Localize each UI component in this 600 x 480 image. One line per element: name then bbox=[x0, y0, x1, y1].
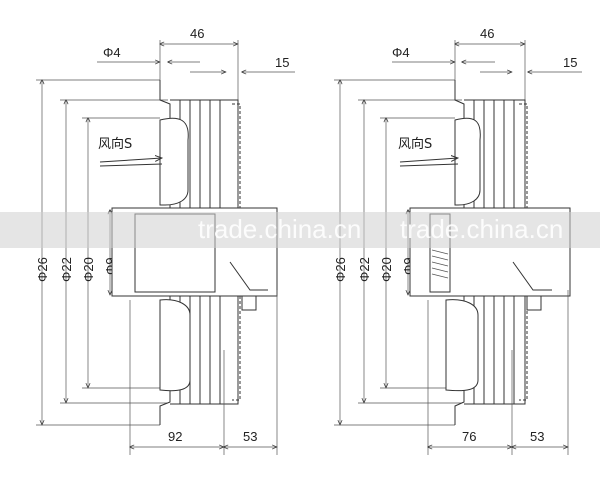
terminal-box bbox=[241, 295, 257, 311]
dim-bottom-right-label: 53 bbox=[530, 429, 544, 444]
fan-blade-top bbox=[159, 117, 189, 206]
dim-hole-label: Φ4 bbox=[103, 45, 121, 60]
watermark-left: trade.china.cn bbox=[198, 214, 361, 244]
airflow-arrow bbox=[399, 158, 458, 163]
fan-blade-bottom bbox=[159, 299, 191, 392]
dim-d3-label: Φ20 bbox=[81, 257, 96, 282]
dim-bottom-right-label: 53 bbox=[243, 429, 257, 444]
dim-top-width-label: 46 bbox=[480, 26, 494, 41]
dim-bottom-left-label: 92 bbox=[168, 429, 182, 444]
watermark-band bbox=[0, 212, 600, 248]
airflow-label: 风向S bbox=[398, 136, 432, 152]
dim-d3-label: Φ20 bbox=[379, 257, 394, 282]
airflow-label: 风向S bbox=[98, 136, 132, 152]
coil-windings bbox=[431, 249, 449, 279]
dim-flange-label: 15 bbox=[275, 55, 289, 70]
fan-blade-top bbox=[454, 117, 481, 206]
terminal-box bbox=[526, 295, 542, 311]
dim-d2-label: Φ22 bbox=[59, 257, 74, 282]
dim-top-width-label: 46 bbox=[190, 26, 204, 41]
dim-hole-label: Φ4 bbox=[392, 45, 410, 60]
dim-bottom-left-label: 76 bbox=[462, 429, 476, 444]
airflow-arrow-b bbox=[99, 163, 163, 167]
airflow-arrow-b bbox=[399, 163, 459, 167]
dim-flange-label: 15 bbox=[563, 55, 577, 70]
mount-bracket bbox=[229, 261, 268, 291]
fan-blade-bottom bbox=[445, 299, 479, 392]
watermark-right: trade.china.cn bbox=[400, 214, 563, 244]
airflow-arrow bbox=[99, 158, 162, 163]
dim-d2-label: Φ22 bbox=[357, 257, 372, 282]
dim-d1-label: Φ26 bbox=[333, 257, 348, 282]
mount-bracket bbox=[512, 261, 552, 291]
dim-d1-label: Φ26 bbox=[35, 257, 50, 282]
